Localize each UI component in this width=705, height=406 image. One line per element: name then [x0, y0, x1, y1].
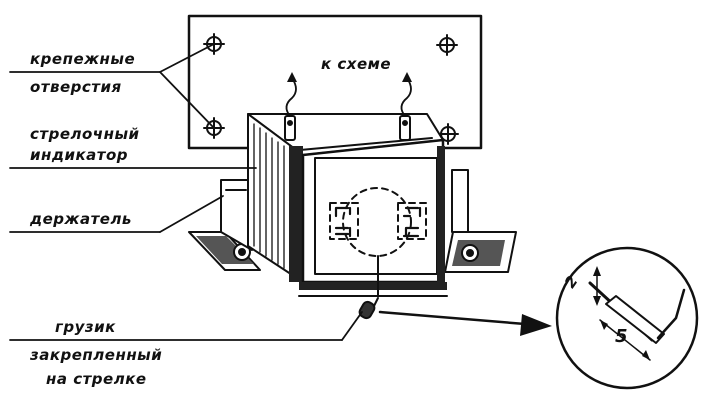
mounting-hole [436, 34, 458, 56]
detail-arrow [378, 310, 552, 336]
label-mounting-holes-line-2: отверстия [30, 78, 122, 96]
label-weight-line-2: закрепленный [30, 346, 163, 364]
magnified-detail [555, 246, 699, 390]
label-holder: держатель [30, 210, 132, 228]
label-weight: грузик [55, 318, 116, 336]
terminal [284, 72, 297, 141]
dial [329, 187, 427, 257]
label-to-circuit: к схеме [321, 55, 392, 73]
leader-lines [9, 43, 363, 341]
label-weight-line-3: на стрелке [46, 370, 147, 388]
mounting-hole [437, 123, 459, 145]
terminal [399, 72, 412, 141]
indicator-front [298, 138, 448, 297]
label-mounting-holes: крепежные [30, 50, 136, 68]
dimension-length: 5 [615, 326, 628, 347]
holder-bracket [188, 169, 517, 273]
pointer-needle [358, 255, 379, 320]
scale-marks [334, 206, 422, 238]
label-indicator-line-2: индикатор [30, 146, 129, 164]
label-indicator: стрелочный [30, 125, 140, 143]
indicator-side [247, 113, 304, 283]
